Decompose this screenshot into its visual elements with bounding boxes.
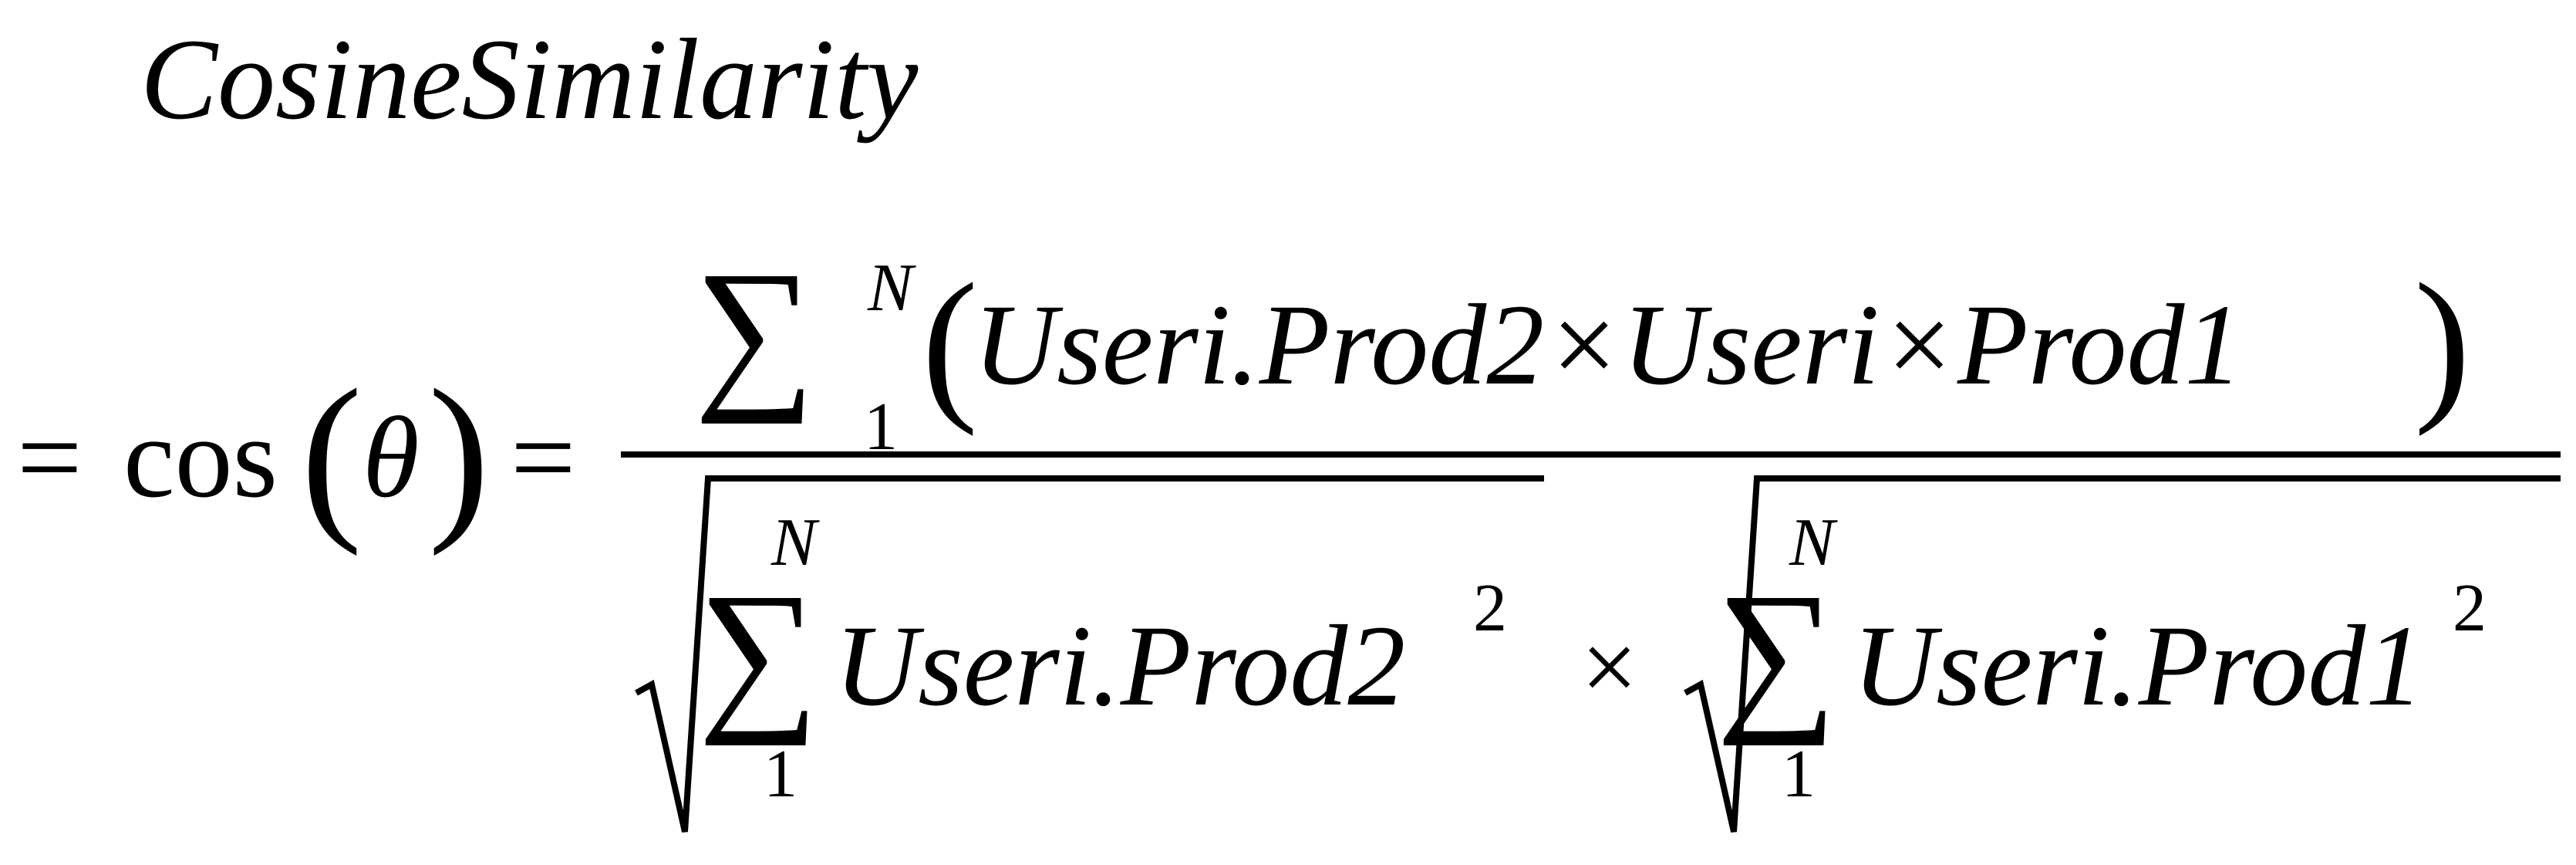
denominator-left-lower-limit: 1 <box>764 737 797 812</box>
denominator-times-sign: × <box>1581 612 1638 723</box>
numerator-right-paren: ) <box>2414 248 2471 437</box>
formula-title: CosineSimilarity <box>140 15 919 144</box>
denominator-left-sum-symbol: ∑ <box>698 558 819 746</box>
middle-equals-sign: = <box>511 394 576 522</box>
denominator-right-exponent: 2 <box>2453 571 2487 646</box>
theta-symbol: θ <box>362 394 420 522</box>
cos-function: cos <box>123 394 278 522</box>
numerator-lower-limit: 1 <box>864 390 898 465</box>
denominator-right-term: Useri.Prod1 <box>1853 602 2424 730</box>
denominator-left-exponent: 2 <box>1473 571 1507 646</box>
left-equals-sign: = <box>17 394 83 522</box>
numerator-sum-symbol: ∑ <box>694 236 815 424</box>
theta-right-paren: ) <box>428 351 490 556</box>
numerator-left-paren: ( <box>922 248 979 437</box>
numerator-upper-limit: N <box>868 251 913 326</box>
theta-left-paren: ( <box>301 351 362 556</box>
denominator-left-term: Useri.Prod2 <box>835 602 1406 730</box>
denominator-right-lower-limit: 1 <box>1782 737 1816 812</box>
denominator-right-sum-symbol: ∑ <box>1716 558 1837 746</box>
numerator-expression: Useri.Prod2×Useri×Prod1 <box>973 281 2243 409</box>
